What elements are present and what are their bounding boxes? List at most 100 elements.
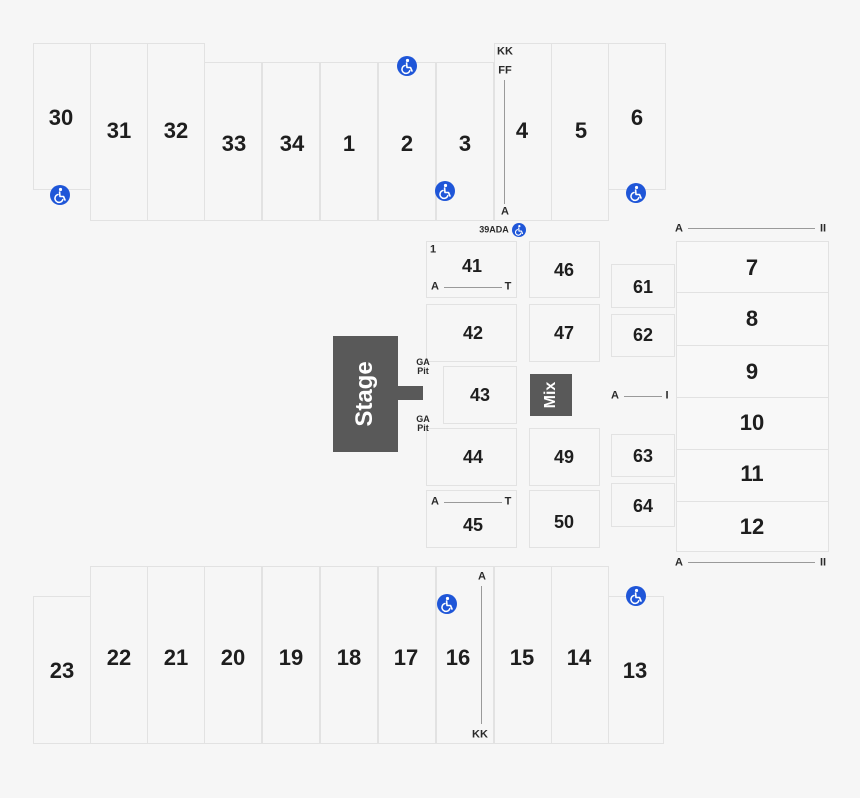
section-15-label: 15: [509, 645, 535, 670]
section-50[interactable]: [529, 490, 600, 548]
section-43-label: 43: [469, 385, 491, 405]
row-label-right-a-top: A: [675, 222, 683, 235]
section-12[interactable]: [676, 501, 829, 552]
section-16-label: 16: [445, 645, 471, 670]
section-32-label: 32: [163, 118, 189, 143]
ga-pit-top-line-2: Pit: [417, 366, 429, 376]
section-42[interactable]: [426, 304, 517, 362]
section-61[interactable]: [611, 264, 675, 308]
section-50-label: 50: [553, 512, 575, 532]
section-41-label: 41: [461, 256, 483, 276]
section-3[interactable]: [436, 62, 494, 221]
section-9-label: 9: [745, 359, 759, 384]
ga-pit-top-line-1: GA: [416, 357, 430, 367]
row-label-41-seat: 1: [429, 243, 437, 256]
row-label-41-t: T: [504, 280, 512, 293]
section-42-label: 42: [462, 323, 484, 343]
row-label-a-top: A: [501, 205, 509, 218]
wheelchair-icon: [626, 586, 646, 606]
section-49-label: 49: [553, 447, 575, 467]
row-label-ff-top: FF: [498, 64, 512, 77]
row-label-41-a: A: [431, 280, 439, 293]
row-line-41: [444, 287, 502, 288]
section-12-label: 12: [739, 514, 765, 539]
section-43[interactable]: [443, 366, 517, 424]
section-4-label: 4: [515, 118, 529, 143]
row-label-45-t: T: [504, 495, 512, 508]
section-44-label: 44: [462, 447, 484, 467]
row-line-section-16: [481, 586, 482, 724]
section-20-label: 20: [220, 645, 246, 670]
wheelchair-icon: [50, 185, 70, 205]
row-line-right-top: [688, 228, 815, 229]
section-16[interactable]: [436, 566, 494, 744]
section-19[interactable]: [262, 566, 320, 744]
ga-pit-top[interactable]: GA Pit: [416, 358, 430, 376]
row-label-45-a: A: [431, 495, 439, 508]
stage-label: Stage: [351, 361, 378, 427]
section-20[interactable]: [204, 566, 262, 744]
row-label-mid-a: A: [611, 389, 619, 402]
section-64[interactable]: [611, 483, 675, 527]
section-14-label: 14: [566, 645, 592, 670]
section-45-label: 45: [462, 515, 484, 535]
section-3-label: 3: [458, 131, 472, 156]
wheelchair-icon: [397, 56, 417, 76]
section-10[interactable]: [676, 397, 829, 450]
section-63[interactable]: [611, 434, 675, 477]
section-1-label: 1: [342, 131, 356, 156]
section-46-label: 46: [553, 260, 575, 280]
section-33-label: 33: [221, 131, 247, 156]
section-11-label: 11: [740, 461, 764, 486]
section-1[interactable]: [320, 62, 378, 221]
section-31-label: 31: [106, 118, 132, 143]
mix-position: [530, 374, 572, 416]
section-30-label: 30: [48, 105, 74, 130]
section-8-label: 8: [745, 306, 759, 331]
ga-pit-bottom-line-2: Pit: [417, 423, 429, 433]
section-46[interactable]: [529, 241, 600, 298]
section-45[interactable]: [426, 490, 517, 548]
row-label-a-bottom: A: [478, 570, 486, 583]
section-34-label: 34: [279, 131, 305, 156]
row-line-mid: [624, 396, 662, 397]
section-7[interactable]: [676, 241, 829, 293]
section-47[interactable]: [529, 304, 600, 362]
row-label-mid-i: I: [665, 389, 669, 402]
ga-pit-bottom-line-1: GA: [416, 414, 430, 424]
section-34[interactable]: [262, 62, 320, 221]
row-label-kk-bottom: KK: [472, 728, 488, 741]
ga-pit-bottom[interactable]: GA Pit: [416, 415, 430, 433]
section-44[interactable]: [426, 428, 517, 486]
wheelchair-icon: [437, 594, 457, 614]
row-label-right-ii-top: II: [819, 222, 827, 235]
wheelchair-icon: [435, 181, 455, 201]
section-11[interactable]: [676, 449, 829, 502]
section-62[interactable]: [611, 314, 675, 357]
section-6-label: 6: [630, 105, 644, 130]
row-label-right-ii-bottom: II: [819, 556, 827, 569]
section-18-label: 18: [336, 645, 362, 670]
wheelchair-icon: [626, 183, 646, 203]
wheelchair-icon: [512, 223, 526, 237]
section-2-label: 2: [400, 131, 414, 156]
section-7-label: 7: [745, 255, 759, 280]
section-49[interactable]: [529, 428, 600, 486]
section-18[interactable]: [320, 566, 378, 744]
section-9[interactable]: [676, 345, 829, 398]
section-22-label: 22: [106, 645, 132, 670]
section-21-label: 21: [163, 645, 189, 670]
section-23-label: 23: [49, 658, 75, 683]
section-41[interactable]: [426, 241, 517, 298]
section-10-label: 10: [739, 410, 765, 435]
section-64-label: 64: [632, 496, 654, 516]
row-line-right-bottom: [688, 562, 815, 563]
section-33[interactable]: [204, 62, 262, 221]
section-17[interactable]: [378, 566, 436, 744]
stage: [333, 336, 398, 452]
section-5-label: 5: [574, 118, 588, 143]
row-label-kk-top: KK: [497, 45, 513, 58]
section-61-label: 61: [632, 277, 654, 297]
section-62-label: 62: [632, 325, 654, 345]
